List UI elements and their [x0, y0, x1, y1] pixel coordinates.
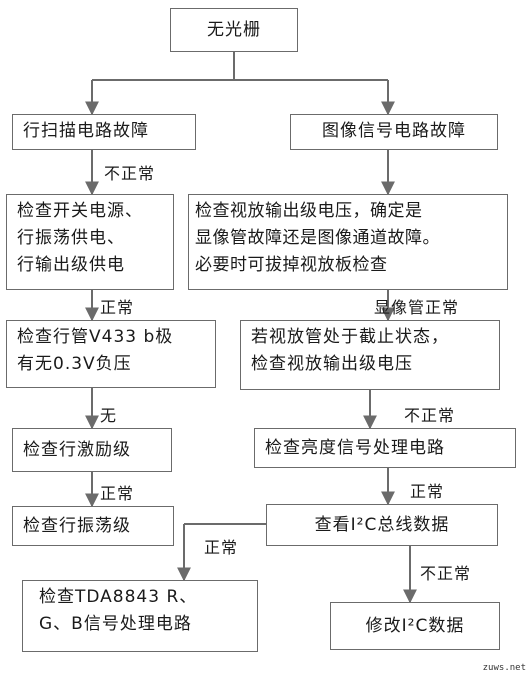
- edge-label-abnormal: 不正常: [104, 164, 156, 183]
- edge-label-none: 无: [100, 406, 118, 425]
- node-check-line-drive: 检查行激励级: [12, 428, 172, 472]
- node-check-power: 检查开关电源、 行振荡供电、 行输出级供电: [6, 194, 174, 290]
- node-check-tda8843: 检查TDA8843 R、 G、B信号处理电路: [22, 580, 258, 652]
- edge-label-normal: 正常: [410, 482, 445, 501]
- node-line-scan-fault: 行扫描电路故障: [12, 114, 196, 150]
- node-check-cutoff: 若视放管处于截止状态， 检查视放输出级电压: [240, 320, 500, 390]
- node-modify-i2c: 修改I²C数据: [330, 602, 500, 650]
- edge-label-abnormal: 不正常: [420, 564, 472, 583]
- node-image-signal-fault: 图像信号电路故障: [290, 114, 498, 150]
- edge-label-normal: 正常: [100, 298, 135, 317]
- edge-label-normal: 正常: [204, 538, 239, 557]
- watermark: zuws.net: [482, 663, 526, 673]
- node-check-luma: 检查亮度信号处理电路: [254, 428, 516, 468]
- node-check-line-tube: 检查行管V433 b极 有无0.3V负压: [6, 320, 216, 388]
- node-no-raster: 无光栅: [170, 8, 298, 52]
- edge-label-crt-normal: 显像管正常: [374, 298, 460, 317]
- edge-label-normal: 正常: [100, 484, 135, 503]
- node-view-i2c: 查看I²C总线数据: [266, 504, 498, 546]
- edge-label-abnormal: 不正常: [404, 406, 456, 425]
- node-check-line-oscillator: 检查行振荡级: [12, 506, 174, 546]
- node-check-video-output: 检查视放输出级电压，确定是 显像管故障还是图像通道故障。 必要时可拔掉视放板检查: [188, 194, 508, 290]
